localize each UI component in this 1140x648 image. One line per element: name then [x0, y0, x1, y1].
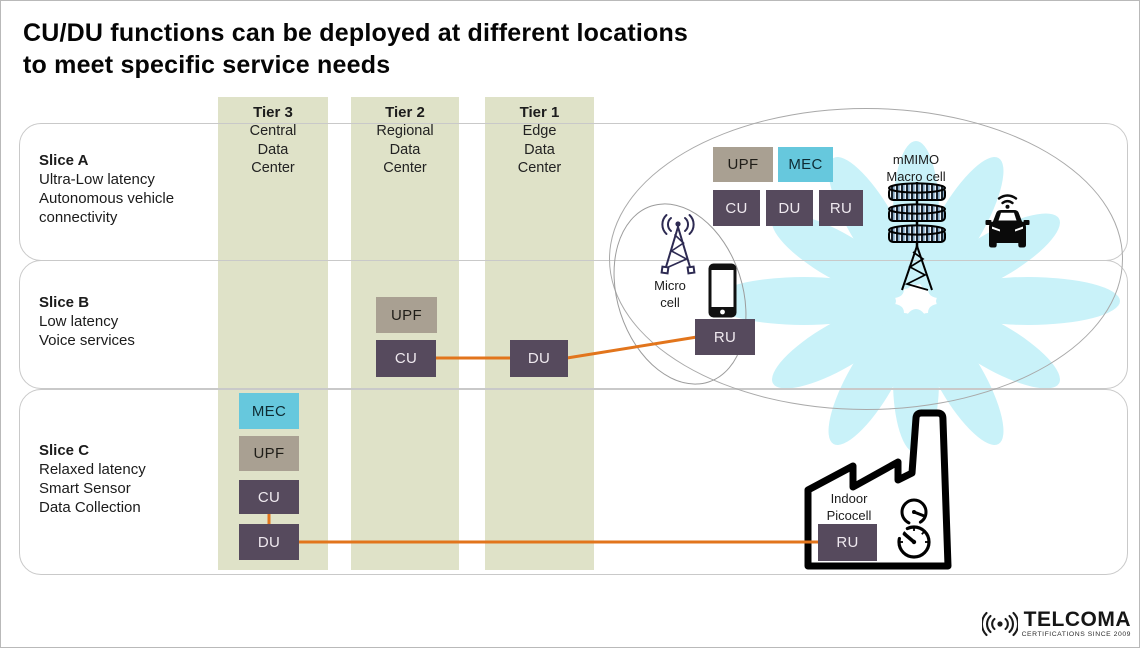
slice-a-line1: Ultra-Low latency: [39, 171, 155, 188]
micro-cell-label: Micro cell: [639, 277, 701, 311]
upf-box-slice-c: UPF: [239, 436, 299, 471]
macro-coverage-ellipse: [609, 108, 1123, 410]
picocell-label: Indoor Picocell: [813, 490, 885, 524]
slice-a-line2: Autonomous vehicle: [39, 190, 175, 207]
mec-box-slice-a: MEC: [778, 147, 833, 182]
mmimo-label-line1: mMIMO: [892, 152, 940, 167]
ru-box-slice-b: RU: [695, 319, 755, 355]
ru-box-picocell: RU: [818, 524, 877, 561]
cu-box-slice-a: CU: [713, 190, 760, 226]
tier1-line3: Center: [517, 160, 562, 176]
slice-c-line1: Relaxed latency: [39, 461, 146, 478]
logo-tagline: CERTIFICATIONS SINCE 2009: [1021, 631, 1131, 638]
slice-a-label: Slice A Ultra-Low latency Autonomous veh…: [39, 151, 224, 227]
logo-name: TELCOMA: [1023, 608, 1131, 631]
slice-a-line3: connectivity: [39, 209, 118, 226]
micro-cell-label-line1: Micro: [654, 278, 686, 293]
tier2-line3: Center: [383, 160, 427, 176]
tier3-line1: Central: [249, 123, 297, 139]
slice-a-name: Slice A: [39, 152, 89, 169]
tier3-line3: Center: [251, 160, 295, 176]
tier1-line1: Edge: [522, 123, 557, 139]
mmimo-label: mMIMO Macro cell: [861, 151, 971, 185]
smartphone-icon: [708, 263, 737, 318]
cu-box-slice-c: CU: [239, 480, 299, 514]
cu-box-slice-b: CU: [376, 340, 436, 377]
slice-c-line3: Data Collection: [39, 499, 141, 516]
tier1-column: Tier 1 Edge Data Center: [485, 97, 594, 570]
ru-box-slice-a: RU: [819, 190, 863, 226]
slice-c-name: Slice C: [39, 442, 90, 459]
page-title-line2: to meet specific service needs: [23, 51, 391, 79]
tier2-line2: Data: [389, 141, 421, 158]
slice-c-row: [19, 389, 1128, 575]
picocell-label-line1: Indoor: [830, 491, 868, 506]
du-box-slice-b: DU: [510, 340, 568, 377]
du-box-slice-c: DU: [239, 524, 299, 560]
micro-cell-label-line2: cell: [660, 295, 680, 310]
slice-c-line2: Smart Sensor: [39, 480, 131, 497]
telcoma-logo: TELCOMA CERTIFICATIONS SINCE 2009: [981, 608, 1131, 639]
connected-car-icon: [985, 194, 1030, 248]
du-box-slice-a: DU: [766, 190, 813, 226]
slice-b-line2: Voice services: [39, 332, 135, 349]
page-title-line1: CU/DU functions can be deployed at diffe…: [23, 19, 689, 47]
page-title: CU/DU functions can be deployed at diffe…: [23, 17, 688, 81]
tier2-column: Tier 2 Regional Data Center: [351, 97, 459, 570]
picocell-label-line2: Picocell: [826, 508, 872, 523]
slice-c-label: Slice C Relaxed latency Smart Sensor Dat…: [39, 441, 224, 517]
slice-b-line1: Low latency: [39, 313, 119, 330]
micro-cell-tower-icon: [660, 214, 696, 275]
tier1-title: Tier 1: [519, 104, 560, 121]
signal-icon: [981, 611, 1018, 637]
mec-box-slice-c: MEC: [239, 393, 299, 429]
tier1-line2: Data: [524, 141, 555, 158]
tier2-title: Tier 2: [385, 104, 425, 121]
gauge-large-icon: [897, 525, 931, 559]
upf-box-slice-a: UPF: [713, 147, 773, 182]
tier2-line1: Regional: [376, 123, 434, 139]
tier3-title: Tier 3: [253, 104, 293, 121]
slice-b-label: Slice B Low latency Voice services: [39, 293, 224, 350]
slice-b-row: [19, 260, 1128, 389]
slice-b-name: Slice B: [39, 294, 90, 311]
upf-box-slice-b: UPF: [376, 297, 437, 333]
mmimo-antenna-icon: [888, 182, 946, 291]
gauge-small-icon: [900, 498, 928, 526]
mmimo-label-line2: Macro cell: [886, 169, 946, 184]
tier3-line2: Data: [257, 141, 289, 158]
